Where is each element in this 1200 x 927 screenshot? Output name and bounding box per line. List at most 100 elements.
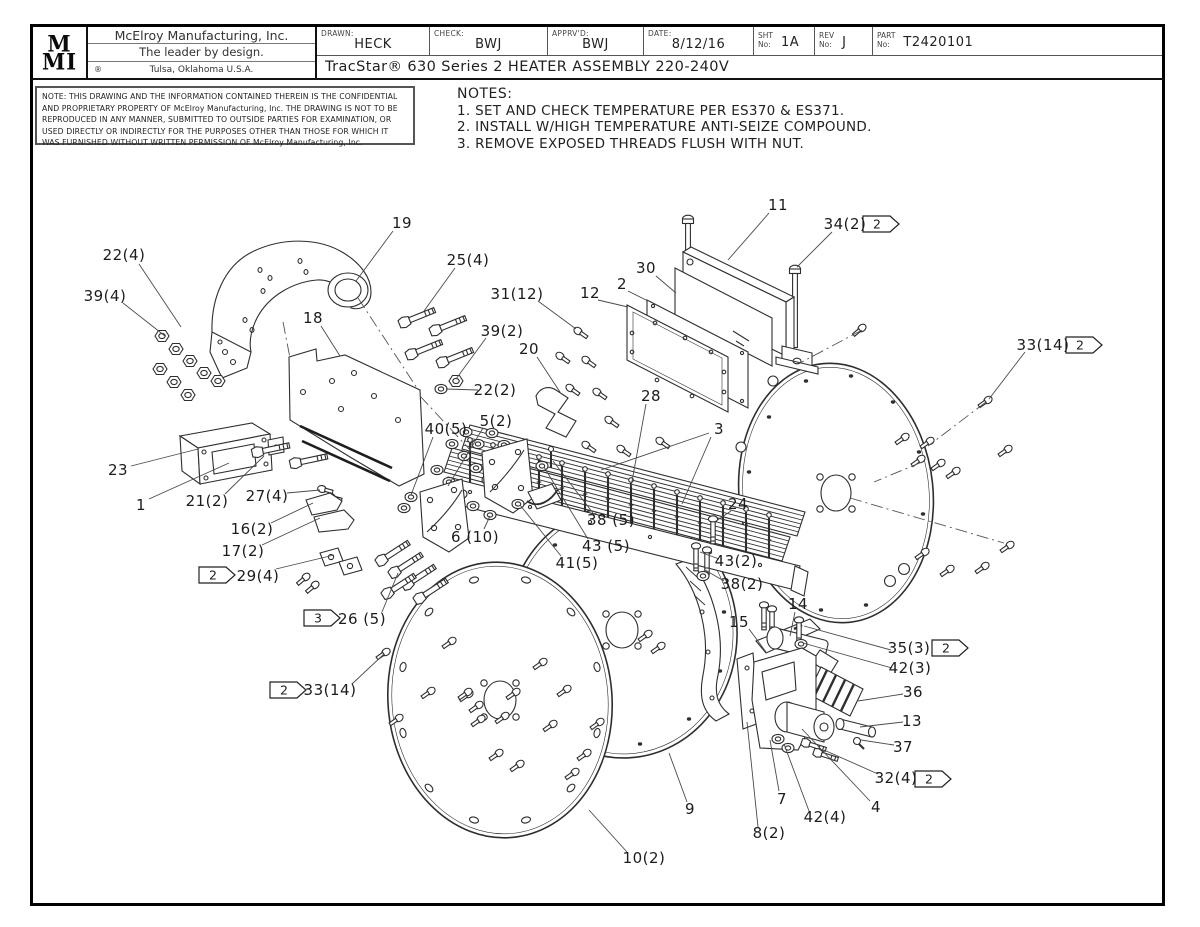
leader-line [803, 625, 892, 651]
leader-line [859, 721, 904, 728]
part-callout-29-4-: 29(4) [237, 567, 280, 585]
part-callout-43-5-: 43 (5) [582, 537, 630, 555]
part-callout-13: 13 [902, 712, 922, 730]
leader-line [445, 388, 479, 391]
part-callout-18: 18 [303, 309, 323, 327]
qty-flag-number: 2 [209, 568, 217, 583]
leader-line [600, 432, 710, 471]
leader-line [261, 517, 321, 546]
part-callout-31-12-: 31(12) [491, 285, 544, 303]
field-date: DATE: 8/12/16 [644, 27, 754, 55]
leader-line [270, 502, 314, 524]
part-callout-16-2-: 16(2) [231, 520, 274, 538]
leader-line [627, 290, 649, 302]
part-callout-5-2-: 5(2) [480, 412, 513, 430]
qty-flag-number: 2 [1076, 338, 1084, 353]
part-callout-8-2-: 8(2) [753, 824, 786, 842]
part-18-mounting-plate [288, 348, 425, 487]
part-callout-2: 2 [617, 275, 627, 293]
part-callout-28: 28 [641, 387, 661, 405]
part-pivot-assembly [690, 515, 877, 765]
confidentiality-note: NOTE: THIS DRAWING AND THE INFORMATION C… [35, 86, 415, 147]
leader-line [699, 551, 720, 560]
part-support-band [675, 558, 731, 722]
qty-flag-number: 2 [280, 683, 288, 698]
leader-line [727, 212, 770, 261]
field-drawn: DRAWN: HECK [317, 27, 430, 55]
part-callout-14: 14 [788, 595, 808, 613]
leader-line [655, 275, 677, 294]
leader-line [857, 693, 904, 702]
part-callout-42-4-: 42(4) [804, 808, 847, 826]
leader-line [552, 460, 594, 514]
leader-line [860, 739, 895, 746]
notes-heading: NOTES: [457, 86, 513, 102]
construction-lines [282, 297, 1005, 544]
part-callout-22-4-: 22(4) [103, 246, 146, 264]
logo-bottom: MI [41, 47, 78, 75]
leader-line [630, 403, 647, 488]
qty-flag [931, 639, 969, 657]
part-callout-42-3-: 42(3) [889, 659, 932, 677]
leader-line [823, 749, 879, 775]
part-callout-36: 36 [903, 683, 923, 701]
title-block: M MI McElroy Manufacturing, Inc. The lea… [30, 24, 1165, 80]
part-heater-plate-stack [626, 214, 819, 413]
part-callout-41-5-: 41(5) [556, 554, 599, 572]
note-item: 3. REMOVE EXPOSED THREADS FLUSH WITH NUT… [457, 135, 805, 152]
part-heater-plate-right [735, 362, 935, 624]
qty-flag-number: 2 [942, 641, 950, 656]
leader-line [320, 325, 341, 357]
part-callout-22-2-: 22(2) [474, 381, 517, 399]
part-callout-6-10-: 6 (10) [451, 528, 499, 546]
leader-line [789, 611, 796, 637]
leader-line [668, 752, 688, 803]
leader-line [224, 455, 265, 495]
leader-line [543, 466, 589, 540]
part-callout-35-3-: 35(3) [888, 639, 931, 657]
part-callout-39-4-: 39(4) [84, 287, 127, 305]
registered-mark: ® [94, 64, 102, 74]
leader-line [455, 337, 487, 380]
part-callout-43-2-: 43(2) [715, 552, 758, 570]
qty-flag [269, 681, 307, 699]
part-callout-24: 24 [728, 495, 748, 513]
qty-flag [914, 770, 952, 788]
part-callout-20: 20 [519, 340, 539, 358]
part-callout-27-4-: 27(4) [246, 487, 289, 505]
field-apprvd: APPRV'D: BWJ [548, 27, 644, 55]
leader-line [769, 739, 780, 792]
leader-line [783, 743, 810, 812]
part-callout-30: 30 [636, 259, 656, 277]
qty-flag-number: 3 [314, 611, 322, 626]
part-callout-12: 12 [580, 284, 600, 302]
note-item: 2. INSTALL W/HIGH TEMPERATURE ANTI-SEIZE… [457, 119, 872, 136]
leader-line [286, 489, 321, 494]
field-check: CHECK: BWJ [430, 27, 548, 55]
part-callout-37: 37 [893, 738, 913, 756]
leader-line [351, 653, 385, 685]
part-callout-21-2-: 21(2) [186, 492, 229, 510]
part-callout-19: 19 [392, 214, 412, 232]
qty-flag [1065, 336, 1103, 354]
part-callout-9: 9 [685, 800, 695, 818]
leader-line [681, 436, 712, 505]
part-10-heater-plate-left [386, 561, 614, 839]
company-info: McElroy Manufacturing, Inc. The leader b… [88, 27, 317, 78]
notes-block: NOTES: 1. SET AND CHECK TEMPERATURE PER … [457, 86, 872, 152]
part-37-screw [852, 736, 862, 746]
leader-line [355, 230, 394, 282]
leader-line [802, 642, 893, 669]
part-callout-17-2-: 17(2) [222, 542, 265, 560]
qty-flag-number: 2 [873, 217, 881, 232]
part-callout-26-5-: 26 (5) [338, 610, 386, 628]
qty-flag [303, 609, 341, 627]
note-item: 1. SET AND CHECK TEMPERATURE PER ES370 &… [457, 103, 845, 119]
part-13-pin [839, 718, 873, 738]
leader-line [746, 721, 759, 828]
logo-top: M [47, 30, 72, 57]
part-callout-38-2-: 38(2) [721, 575, 764, 593]
leader-line [796, 231, 833, 268]
part-callout-23: 23 [108, 461, 128, 479]
